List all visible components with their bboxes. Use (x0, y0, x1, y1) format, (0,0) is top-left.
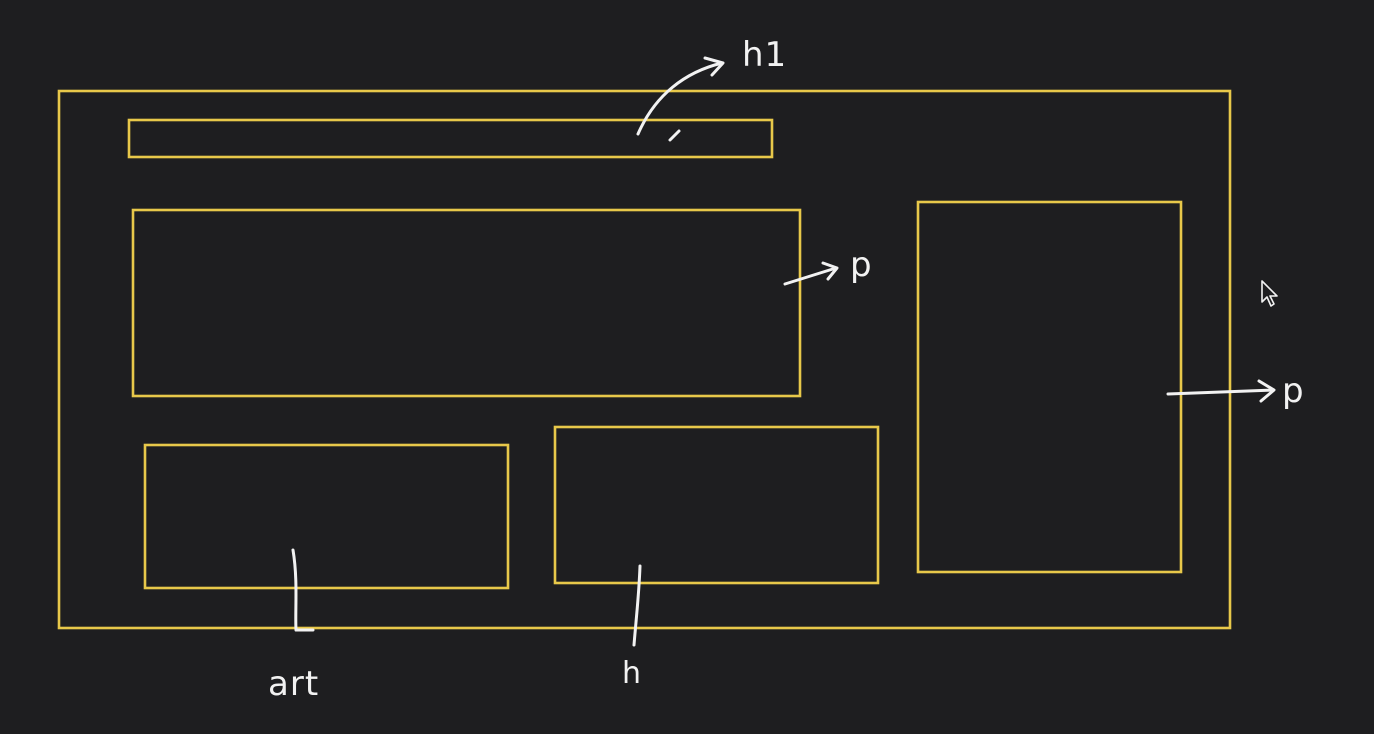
header-label: h1 (742, 35, 787, 75)
outer-container-box (57, 89, 1232, 630)
main-paragraph-box (131, 208, 802, 398)
bottom-middle-label: h (622, 656, 641, 691)
bottom-middle-box (553, 425, 880, 585)
main-paragraph-label: p (850, 245, 873, 285)
header-annotation-arrow (636, 61, 724, 136)
side-paragraph-arrow (1166, 388, 1275, 396)
header-annotation-arrowhead (703, 56, 725, 77)
header-tick-mark (668, 129, 681, 142)
header-box (127, 118, 774, 159)
bottom-left-label: art (268, 664, 319, 704)
side-paragraph-arrowhead (1257, 379, 1276, 403)
side-paragraph-label: p (1282, 371, 1305, 411)
bottom-left-arrow (291, 548, 315, 632)
main-paragraph-arrow (783, 266, 838, 286)
mouse-cursor-icon (1261, 280, 1278, 307)
side-paragraph-box (916, 200, 1183, 574)
bottom-left-box (143, 443, 510, 590)
bottom-middle-arrow (632, 564, 642, 647)
main-paragraph-arrowhead (821, 261, 839, 281)
